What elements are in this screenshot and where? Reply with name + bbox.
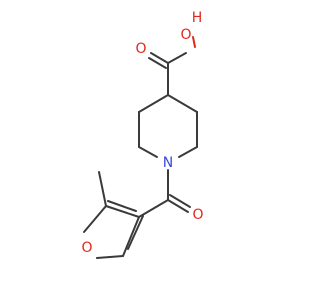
bond-ring-4	[138, 146, 158, 158]
bond-c-o-double-a	[150, 52, 169, 64]
bond-ring-3	[178, 146, 198, 158]
hydroxyl-h-label: H	[192, 10, 203, 26]
structure-drawing: H O O N O O	[81, 10, 204, 259]
bond-methyl	[98, 171, 107, 207]
bond-oh	[192, 36, 196, 48]
bond-amide-co-b	[169, 194, 191, 208]
furan-oxygen-label: O	[81, 240, 92, 256]
bond-carbonyl-furan	[138, 199, 169, 218]
bond-furan-c3-c2-inner	[107, 200, 137, 212]
ring-nitrogen-label: N	[163, 155, 173, 171]
amide-carbonyl-o-label: O	[192, 207, 203, 223]
hydroxyl-o-label: O	[180, 27, 191, 43]
bond-ring-6	[138, 94, 169, 113]
bond-c-oh	[167, 52, 187, 64]
bond-c-o-double-b	[148, 57, 167, 69]
acid-carbonyl-o-label: O	[135, 41, 146, 57]
bond-furan-c2-o	[83, 205, 107, 233]
bond-furan-c3-c2	[105, 205, 140, 218]
bond-furan-c5-c4	[122, 216, 140, 257]
bond-furan-c5-c4-inner	[127, 215, 144, 250]
bond-ring-1	[167, 94, 198, 113]
bond-furan-o-c5	[96, 255, 124, 259]
bond-amide-co-a	[167, 199, 189, 213]
molecule-canvas: H O O N O O	[81, 10, 204, 259]
